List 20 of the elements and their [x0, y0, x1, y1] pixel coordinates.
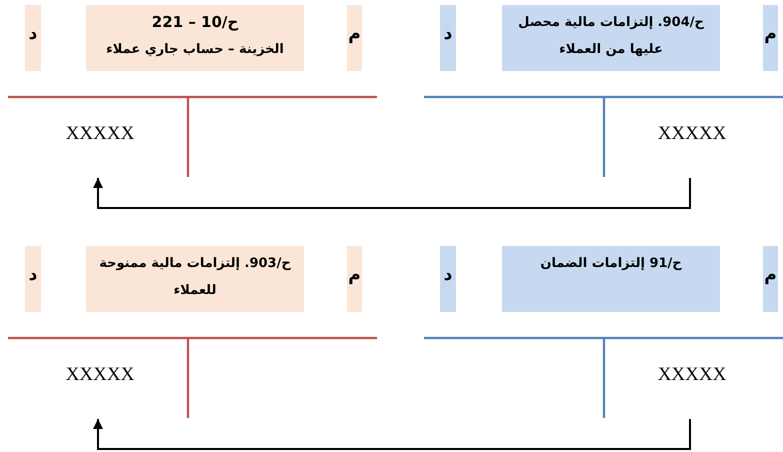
column-header: م: [347, 5, 362, 71]
column-header: م: [763, 246, 778, 312]
account-number: ح/10 – 221: [152, 12, 238, 33]
column-header: د: [440, 5, 456, 71]
column-header: د: [25, 5, 41, 71]
amount-text: XXXXX: [647, 363, 737, 419]
amount-text: XXXXX: [55, 122, 145, 178]
arrow: [93, 419, 691, 450]
amount-text: XXXXX: [647, 122, 737, 178]
account-title: ح/904. إلتزامات مالية محصل عليها من العملاء: [502, 5, 720, 71]
account-title: [86, 5, 304, 71]
arrow: [93, 178, 691, 209]
account-name: الخزينة – حساب جاري عملاء: [106, 41, 284, 59]
account-title: ح/91 إلتزامات الضمان: [502, 246, 720, 312]
account-title: ح/903. إلتزامات مالية ممنوحة للعملاء: [86, 246, 304, 312]
column-header: د: [25, 246, 41, 312]
column-header: م: [763, 5, 778, 71]
amount-text: XXXXX: [55, 363, 145, 419]
column-header: د: [440, 246, 456, 312]
column-header: م: [347, 246, 362, 312]
